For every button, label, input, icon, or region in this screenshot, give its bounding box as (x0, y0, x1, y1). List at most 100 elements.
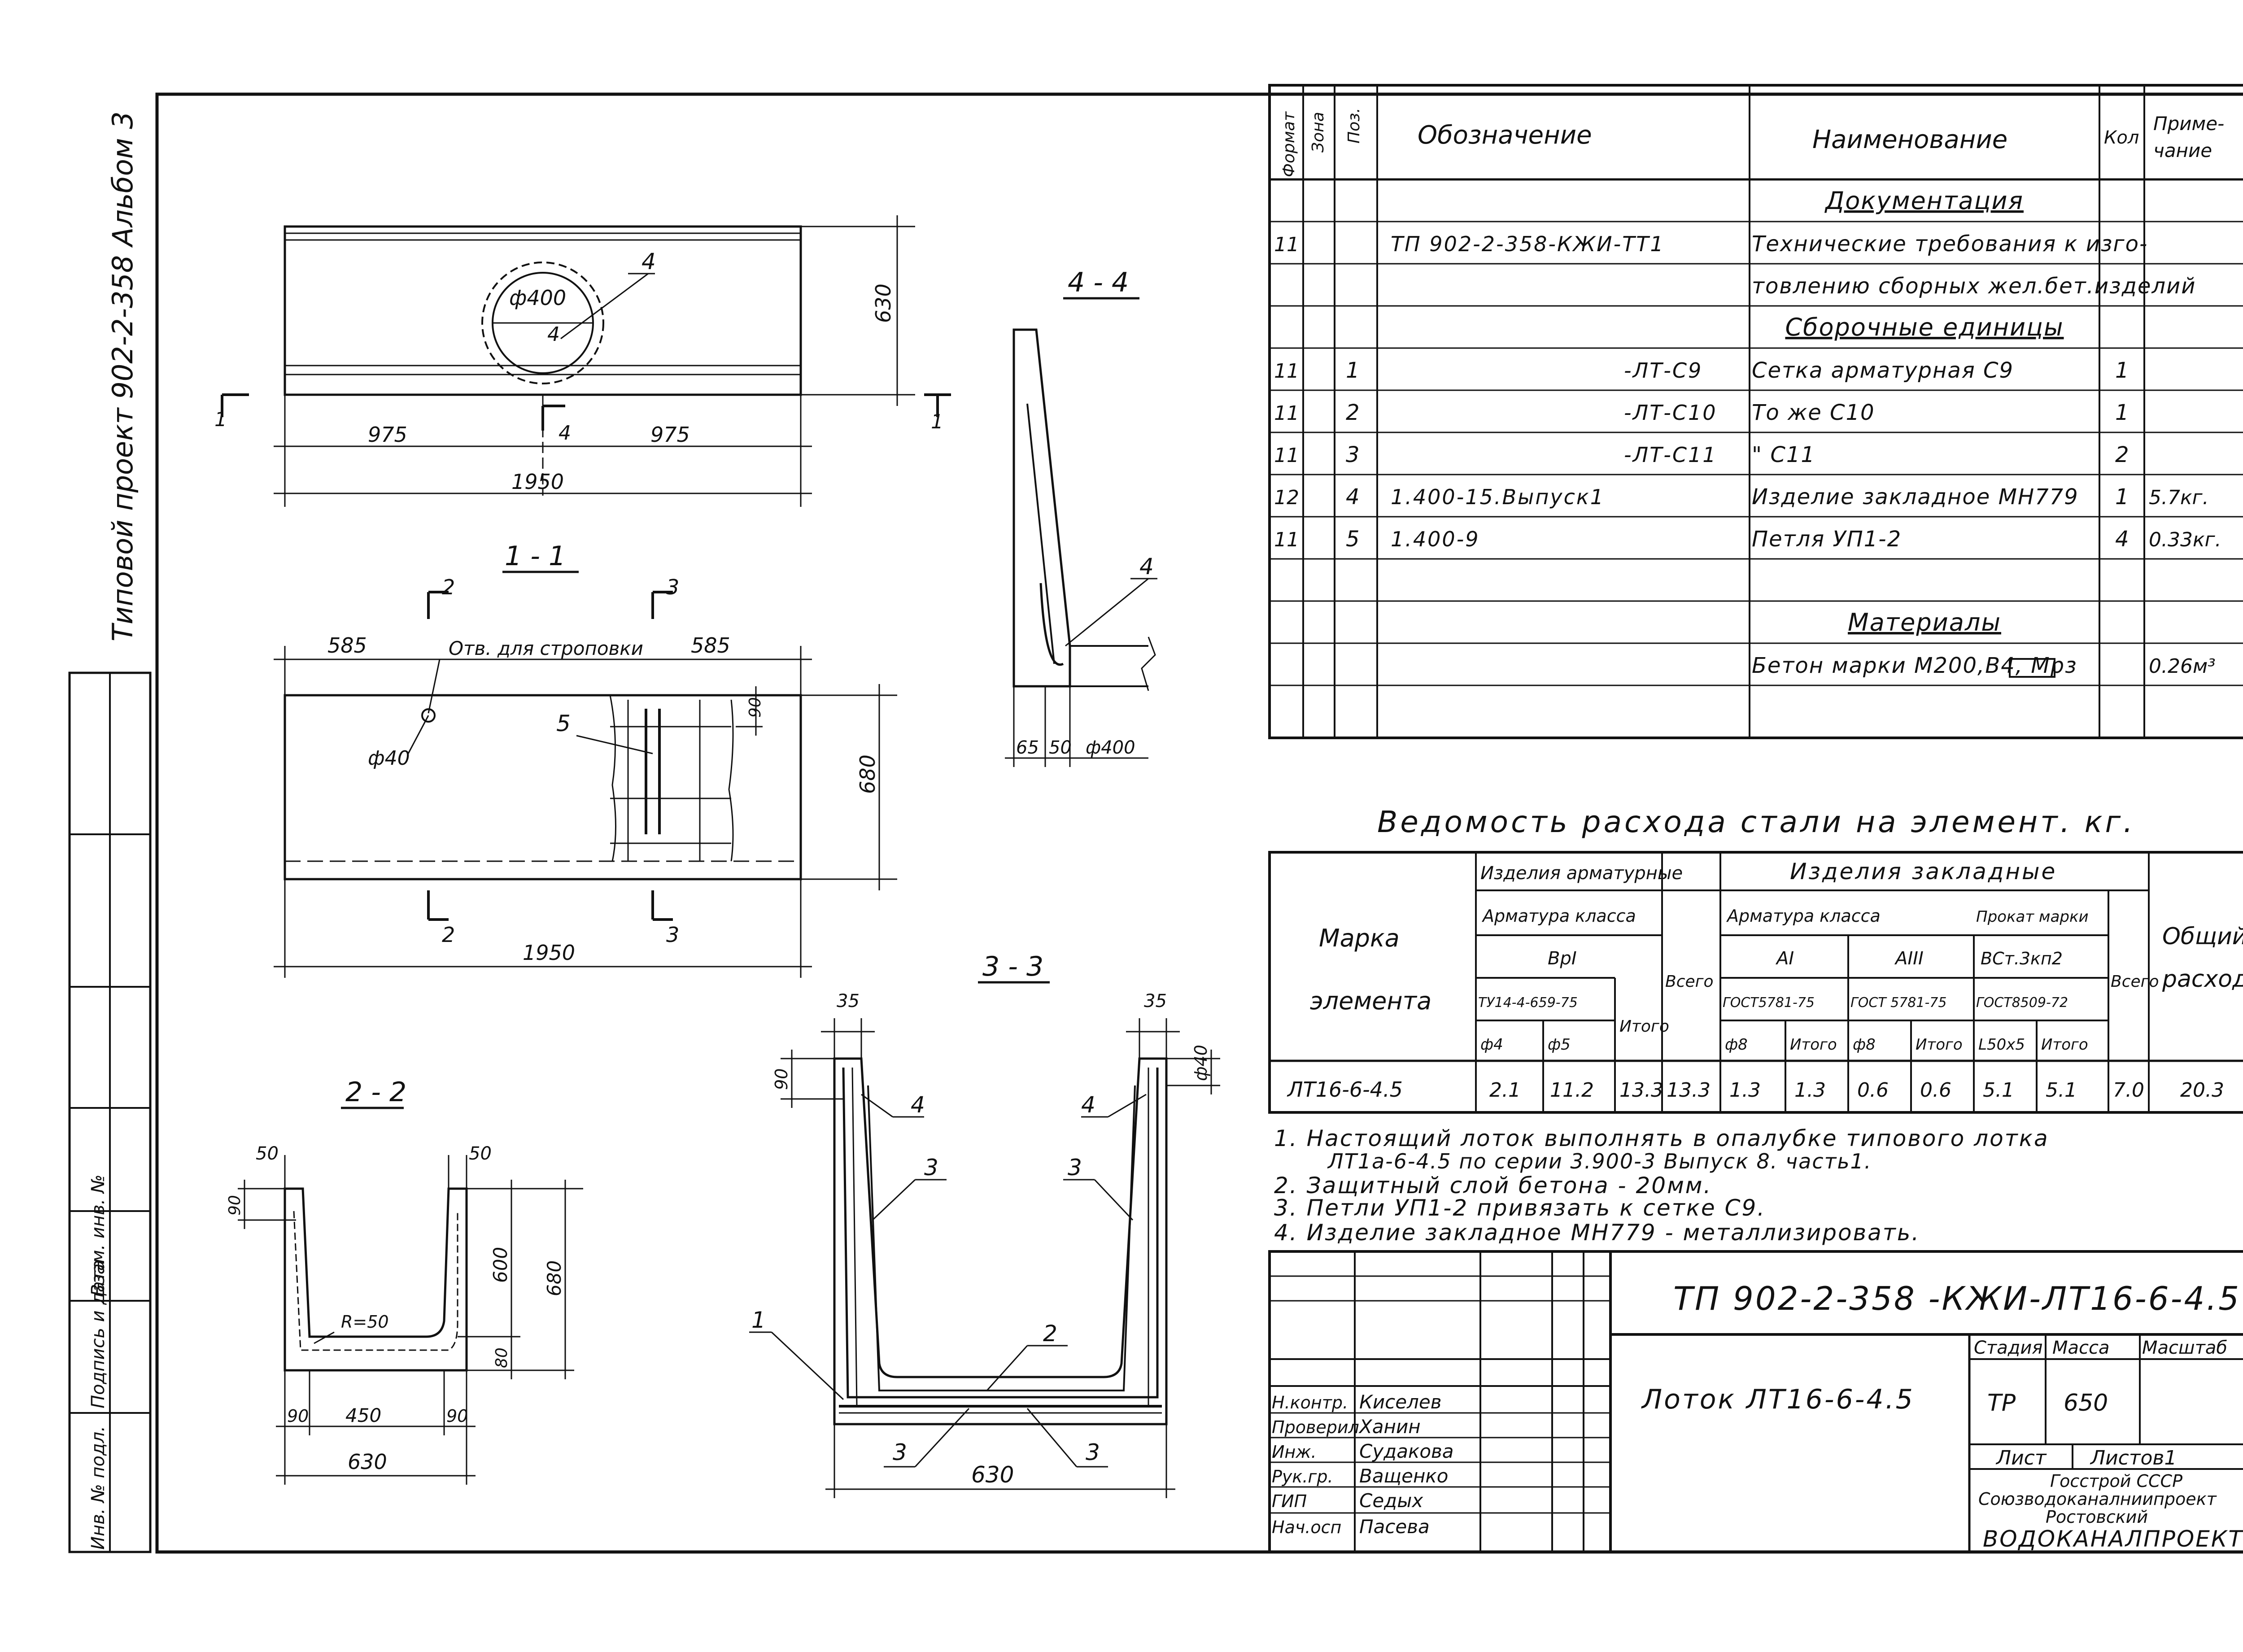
s11-dim-585-left: 585 (327, 633, 367, 658)
spec-cell-note: 0.26м³ (2149, 655, 2216, 678)
mass-header: Масса (2052, 1338, 2110, 1358)
steel-h-prokat: Прокат марки (1976, 908, 2089, 926)
plan-cut-1-right: 1 (931, 410, 943, 433)
steel-row-mark: ЛТ16-6-4.5 (1287, 1077, 1403, 1102)
steel-h-vsego-2: Всего (2111, 972, 2159, 991)
steel-h-itogo: Итого (1619, 1017, 1669, 1036)
s22-dim-90-left: 90 (287, 1406, 309, 1426)
s22-dim-90-right: 90 (446, 1406, 468, 1426)
s11-dim-585-right: 585 (691, 633, 730, 658)
steel-subheader: ф5 (1548, 1036, 1571, 1054)
s11-dim-680: 680 (855, 754, 880, 794)
signature-name: Седых (1359, 1490, 1423, 1512)
s11-dim-90: 90 (746, 697, 764, 718)
spec-h-note: Приме- (2153, 113, 2224, 135)
plan-dim-1950: 1950 (511, 470, 564, 494)
s33-pos-1: 1 (751, 1307, 766, 1333)
s44-dim-65: 65 (1016, 737, 1039, 758)
spec-cell-qty: 1 (2115, 358, 2129, 383)
plan-dim-630: 630 (871, 283, 895, 323)
steel-row-value: 5.1 (2046, 1079, 2077, 1102)
side-margin: Типовой проект 902-2-358 Альбом 3 Инв. №… (68, 111, 152, 1553)
spec-cell-name: " С11 (1752, 442, 1815, 467)
spec-cell-name: Материалы (1848, 608, 2001, 636)
stamp-label-2: Подпись и дата (88, 1260, 109, 1408)
spec-h-zone: Зона (1309, 112, 1327, 153)
stage-value: ТР (1987, 1390, 2016, 1417)
s22-dim-680: 680 (543, 1260, 565, 1296)
sheet-frame (155, 92, 2243, 1554)
spec-cell-pos: 4 (1346, 484, 1360, 510)
note-4: 4. Изделие закладное МН779 - металлизиро… (1274, 1220, 1920, 1246)
frost-mark-box (2009, 658, 2055, 678)
steel-h-mark-1: Марка (1319, 924, 1400, 952)
signature-name: Пасева (1359, 1516, 1430, 1538)
spec-cell-format: 11 (1274, 444, 1299, 467)
steel-h-vst: ВСт.3кп2 (1981, 949, 2063, 968)
spec-cell-name: товлению сборных жел.бет.изделий (1752, 274, 2196, 299)
stamp-label-3: Взам. инв. № (88, 1174, 109, 1296)
steel-subheader: Итого (2041, 1036, 2088, 1054)
spec-cell-name: Технические требования к изго- (1752, 231, 2148, 257)
steel-subheader: L50х5 (1978, 1036, 2025, 1054)
mass-value: 650 (2064, 1390, 2108, 1417)
section-1-1: 1 - 1 2 2 3 3 585 585 Отв. для строповки… (274, 540, 897, 978)
spec-cell-designation: -ЛТ-С9 (1624, 358, 1702, 383)
steel-h-zakl-class: Арматура класса (1726, 906, 1881, 926)
spec-cell-designation: ТП 902-2-358-КЖИ-ТТ1 (1391, 232, 1665, 256)
spec-cell-pos: 2 (1346, 400, 1360, 425)
spec-cell-name: Документация (1824, 187, 2024, 215)
steel-h-gost2: ГОСТ 5781-75 (1850, 995, 1946, 1011)
steel-h-aiii: АIII (1894, 948, 1924, 969)
s22-dim-80: 80 (493, 1347, 511, 1368)
s33-dim-630: 630 (971, 1462, 1014, 1488)
note-1: 1. Настоящий лоток выполнять в опалубке … (1274, 1125, 2049, 1151)
sheet-header: Лист (1995, 1447, 2047, 1469)
s33-pos-4-left: 4 (911, 1092, 925, 1118)
s33-pos-2: 2 (1043, 1321, 1057, 1347)
side-title: Типовой проект 902-2-358 Альбом 3 (106, 111, 139, 641)
scale-header: Масштаб (2142, 1338, 2227, 1358)
steel-row-value: 2.1 (1489, 1079, 1521, 1102)
spec-cell-designation: -ЛТ-С10 (1624, 401, 1717, 425)
spec-cell-name: Сетка арматурная С9 (1752, 358, 2014, 383)
spec-cell-format: 11 (1274, 360, 1299, 383)
steel-subheader: Итого (1916, 1036, 1963, 1054)
s33-dim-40: ф40 (1191, 1045, 1211, 1081)
signature-role: Проверил (1272, 1417, 1359, 1437)
s33-pos-4-right: 4 (1081, 1092, 1095, 1118)
org-2: Союзводоканалниипроект (1978, 1489, 2217, 1509)
plan-view: ф400 4 4 4 975 975 1950 630 1 1 (214, 215, 951, 507)
steel-row-value: 7.0 (2113, 1079, 2144, 1102)
section-4-4: 4 - 4 4 65 50 ф400 (1005, 267, 1157, 767)
steel-row-value: 13.3 (1619, 1079, 1663, 1102)
steel-row-value: 1.3 (1729, 1079, 1761, 1102)
steel-subheader: Итого (1790, 1036, 1837, 1054)
note-3: 3. Петли УП1-2 привязать к сетке С9. (1274, 1195, 1766, 1221)
steel-h-arm: Изделия арматурные (1480, 863, 1683, 884)
spec-cell-name: Сборочные единицы (1785, 313, 2064, 341)
steel-subheader: ф8 (1853, 1036, 1876, 1054)
s11-cut-2-top: 2 (442, 575, 455, 599)
signature-name: Ващенко (1359, 1465, 1448, 1487)
steel-h-ai: АI (1775, 948, 1794, 969)
s33-dim-35-left: 35 (837, 991, 860, 1011)
s22-dim-450: 450 (345, 1404, 381, 1426)
spec-cell-pos: 5 (1346, 527, 1360, 552)
s11-pos-5: 5 (556, 710, 571, 737)
steel-subheader: ф8 (1725, 1036, 1748, 1054)
steel-row-value: 5.1 (1983, 1079, 2014, 1102)
s22-title: 2 - 2 (345, 1077, 406, 1108)
s11-cut-3-bottom: 3 (666, 923, 679, 947)
steel-h-total-1: Общий (2162, 923, 2243, 950)
s44-dim-50: 50 (1049, 737, 1072, 758)
spec-h-note-2: чание (2153, 139, 2212, 161)
org-3: Ростовский (2046, 1507, 2148, 1527)
org-4: ВОДОКАНАЛПРОЕКТ (1983, 1526, 2243, 1552)
plan-cut-4: 4 (547, 323, 560, 346)
spec-cell-note: 0.33кг. (2149, 528, 2221, 551)
steel-h-vsego: Всего (1665, 972, 1714, 991)
steel-h-arm-class: Арматура класса (1481, 906, 1636, 926)
